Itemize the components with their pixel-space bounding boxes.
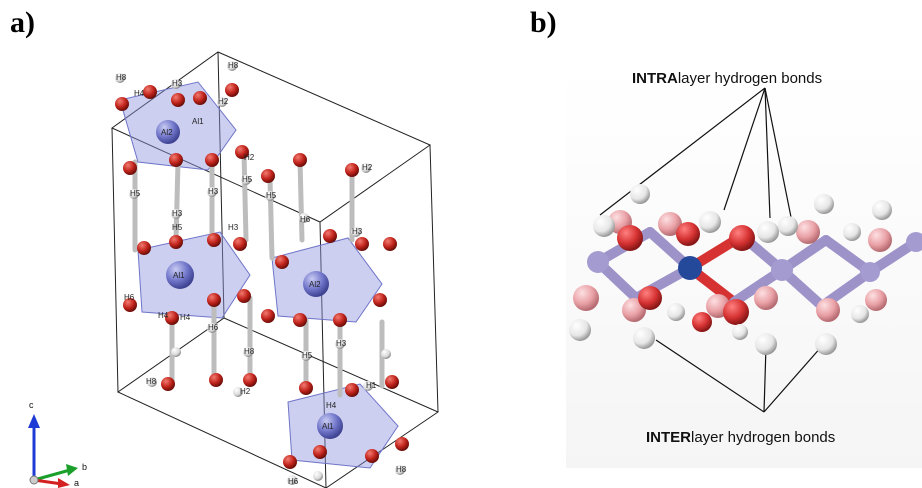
- inter-label: INTERlayer hydrogen bonds: [646, 429, 835, 446]
- hydroxyl-oxygen-atoms: [573, 210, 892, 322]
- atom-label: H1: [366, 381, 377, 390]
- oxygen-atoms-b: [617, 222, 755, 332]
- b-axis-arrow-icon: [66, 464, 78, 476]
- atom-label: H2: [244, 153, 255, 162]
- al-atoms: [156, 120, 343, 439]
- atom-label: H2: [240, 387, 251, 396]
- unit-cell: [111, 51, 440, 488]
- hydrogen-atoms-a: [115, 61, 405, 485]
- atom-label: H5: [172, 223, 183, 232]
- atom-label: H4: [180, 313, 191, 322]
- atom-label: H5: [302, 351, 313, 360]
- atom-label: H6: [208, 323, 219, 332]
- al-atoms-b: [587, 251, 880, 282]
- atom-label: H3: [172, 209, 183, 218]
- atom-label: H8: [244, 347, 255, 356]
- atom-label: H6: [288, 477, 299, 486]
- oxygen-atoms-a: [115, 83, 409, 469]
- atom-label: H5: [130, 189, 141, 198]
- atom-label: H8: [116, 73, 127, 82]
- intra-label: INTRAlayer hydrogen bonds: [632, 70, 822, 87]
- bonds-a: [132, 149, 385, 398]
- axis-label-a: a: [74, 478, 79, 488]
- atom-label: H5: [242, 175, 253, 184]
- panel-label-b: b): [530, 6, 557, 39]
- atom-label: H2: [218, 97, 229, 106]
- atom-label: H3: [172, 79, 183, 88]
- hydrogen-atoms-b: [569, 184, 892, 355]
- axis-label-b: b: [82, 462, 87, 472]
- panel-label-a: a): [10, 6, 35, 39]
- inter-pointers: [655, 339, 823, 413]
- axis-label-c: c: [29, 400, 34, 410]
- atom-label: H6: [124, 293, 135, 302]
- atom-label: H6: [300, 215, 311, 224]
- atom-label: Al1: [192, 117, 204, 126]
- a-axis-arrow-icon: [58, 478, 70, 488]
- atom-label: H2: [362, 163, 373, 172]
- atom-labels-a: H8 H4 H3 H2 H8 Al2 Al1 H2 H5 H3 H5 H3 H5…: [116, 61, 407, 486]
- axes-indicator: c b a: [28, 400, 87, 488]
- intra-pointers: [599, 87, 793, 223]
- atom-label: H3: [208, 187, 219, 196]
- atom-label: H4: [158, 311, 169, 320]
- atom-label: H3: [336, 339, 347, 348]
- atom-label: H8: [146, 377, 157, 386]
- atom-label: H4: [134, 89, 145, 98]
- atom-label: Al1: [173, 271, 185, 280]
- atom-label: H5: [266, 191, 277, 200]
- crystal-structure-a: H8 H4 H3 H2 H8 Al2 Al1 H2 H5 H3 H5 H3 H5…: [28, 51, 440, 488]
- atom-label: H4: [326, 401, 337, 410]
- atom-label: Al2: [309, 280, 321, 289]
- c-axis-arrow-icon: [28, 414, 40, 428]
- layer-model-b: INTRAlayer hydrogen bonds INTERlayer hyd…: [566, 70, 922, 468]
- edge-atom: [906, 232, 922, 252]
- atom-label: Al1: [322, 422, 334, 431]
- atom-label: H3: [228, 223, 239, 232]
- atom-label: H8: [228, 61, 239, 70]
- atom-label: H3: [352, 227, 363, 236]
- atom-label: Al2: [161, 128, 173, 137]
- atom-label: H8: [396, 465, 407, 474]
